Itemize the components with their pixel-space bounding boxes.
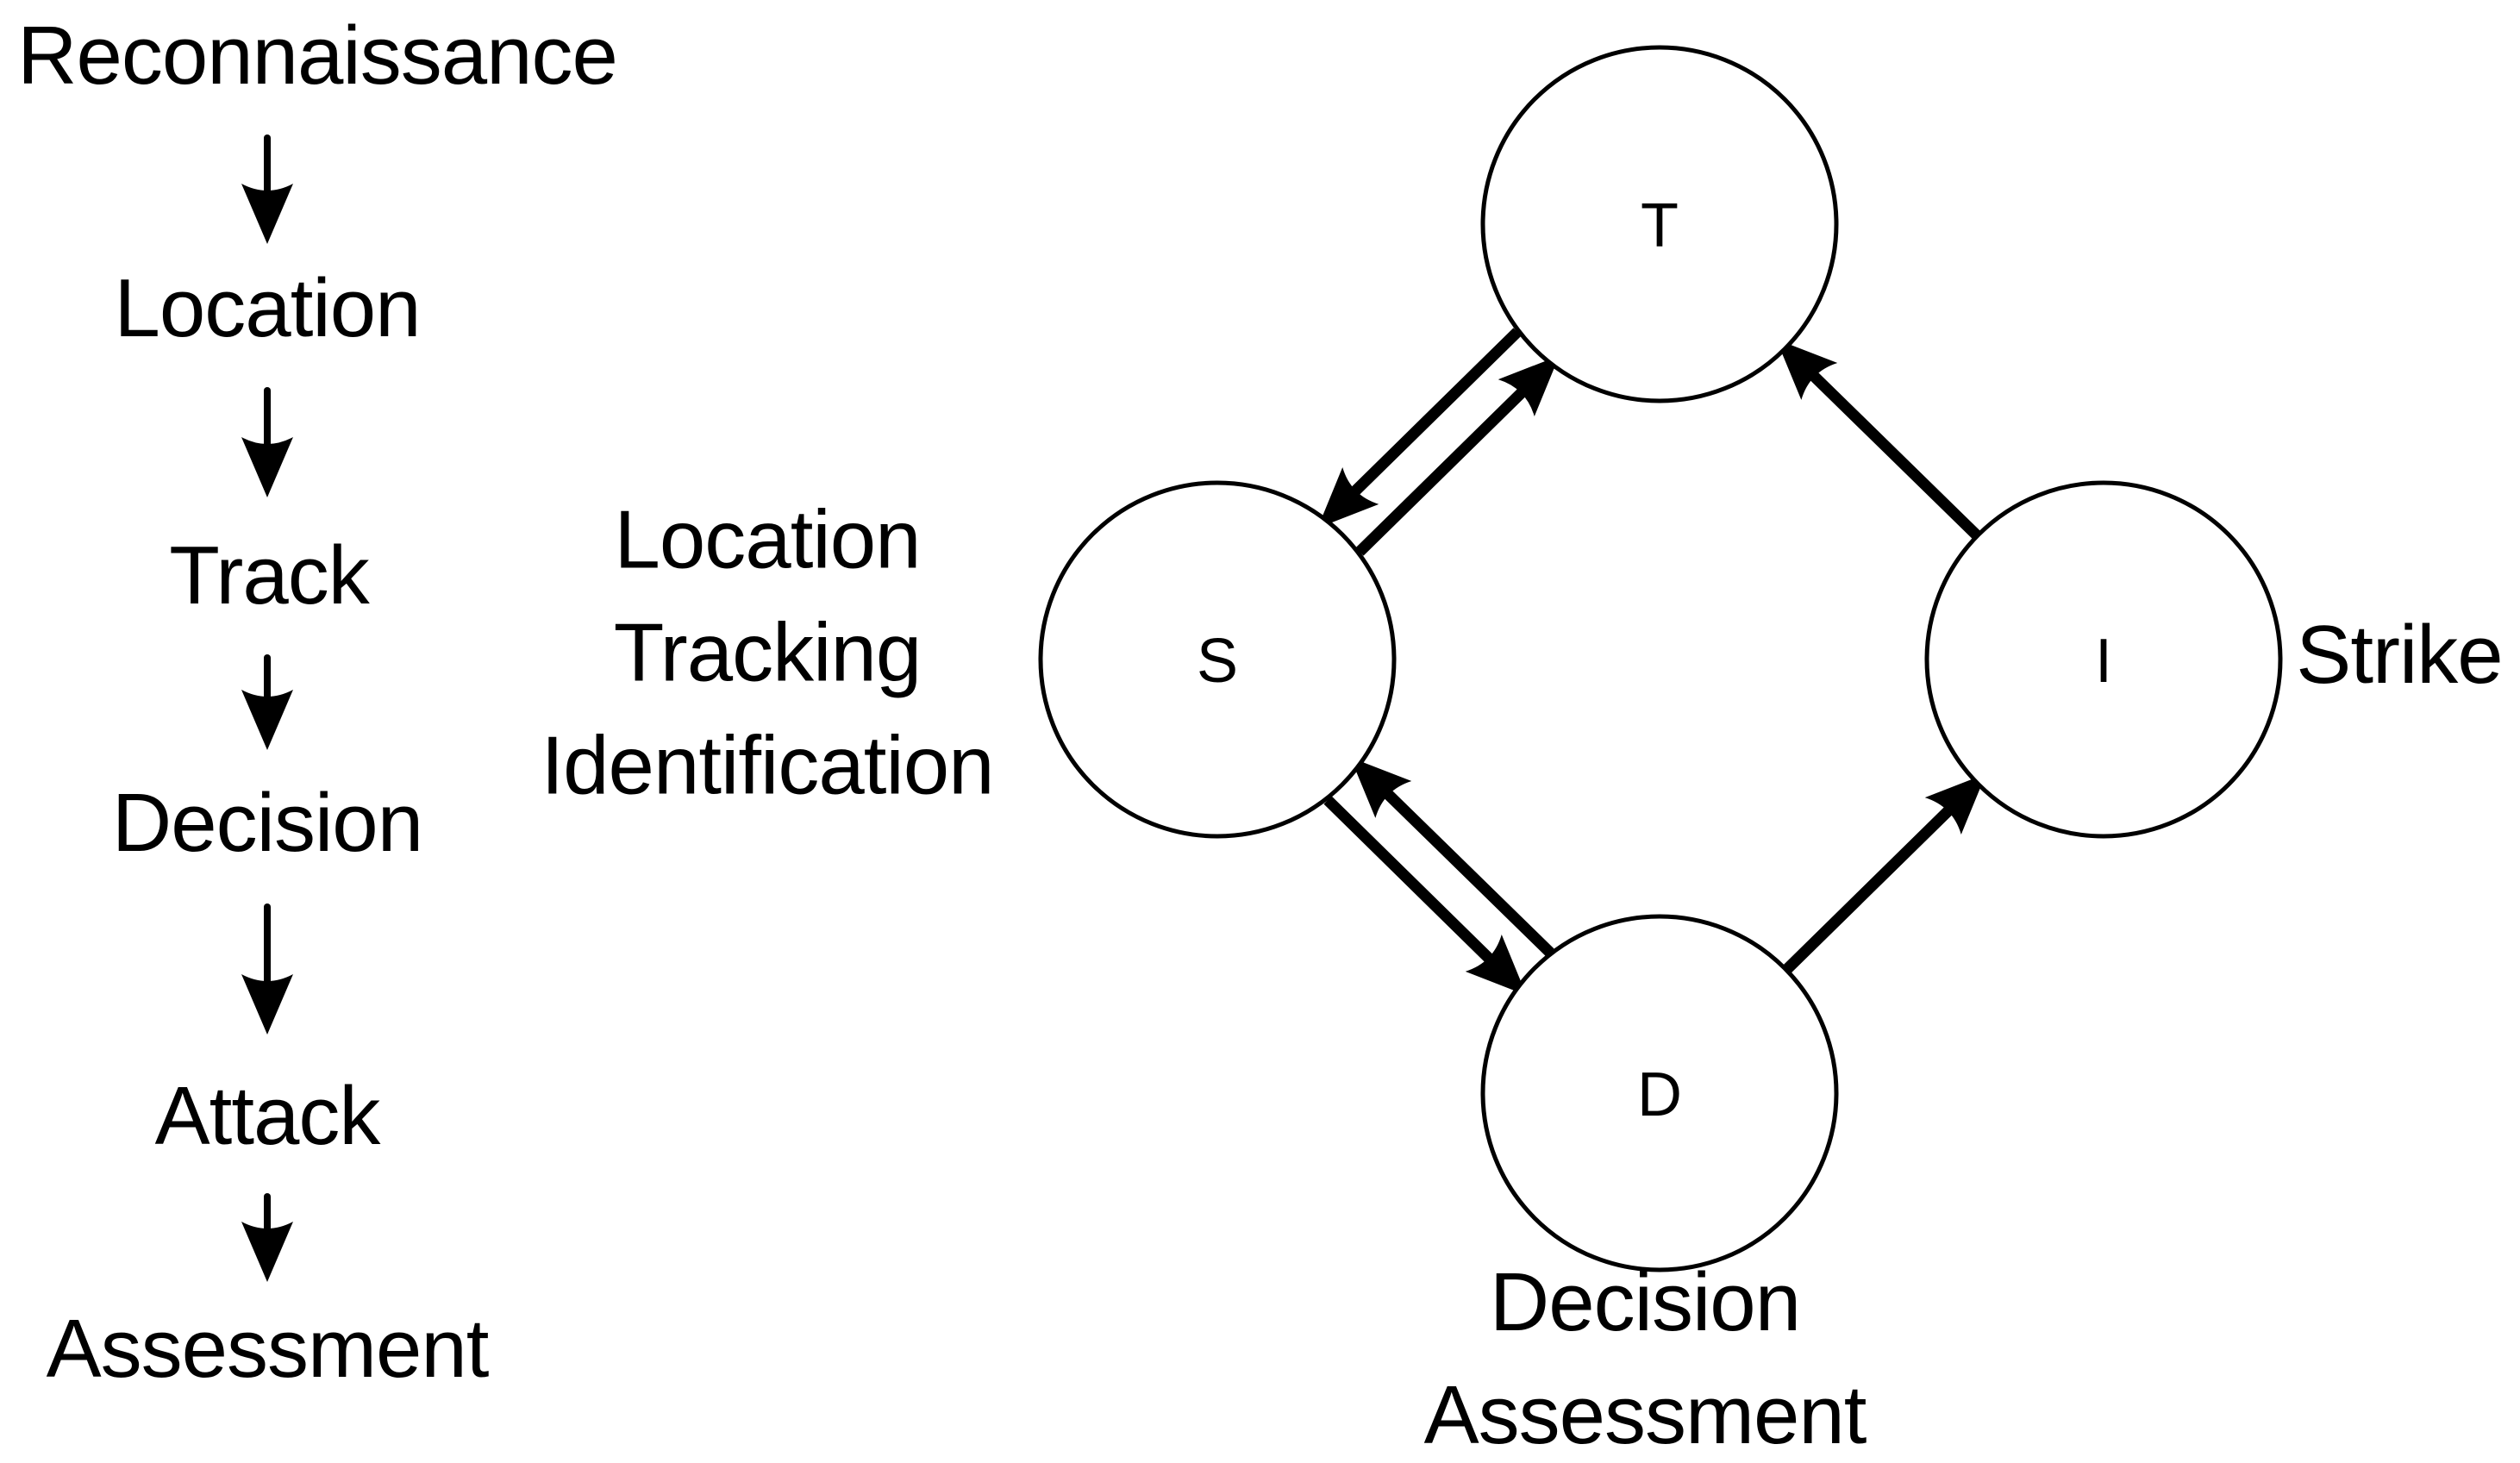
flow-step-assessment: Assessment xyxy=(46,1303,490,1395)
node-circle-s xyxy=(1038,480,1397,839)
arrow-s-to-d xyxy=(1323,796,1527,996)
flow-step-reconnaissance: Reconnaissance xyxy=(17,9,618,102)
strike-annotation: Strike xyxy=(2296,609,2503,701)
flow-step-track: Track xyxy=(169,529,369,622)
node-label-i: I xyxy=(2094,627,2113,696)
arrow-s-to-t xyxy=(1355,355,1560,556)
arrow-t-to-s xyxy=(1317,328,1522,528)
node-label-t: T xyxy=(1641,191,1679,260)
d-annotation-line-decision: Decision xyxy=(1489,1256,1801,1348)
s-node-annotation: Location Tracking Identification xyxy=(541,484,994,822)
s-annotation-line-identification: Identification xyxy=(541,719,994,812)
arrow-d-to-i xyxy=(1782,773,1986,974)
arrow-d-to-s xyxy=(1350,757,1554,957)
node-circle-d xyxy=(1480,914,1839,1272)
arrow-i-to-t xyxy=(1776,339,1982,541)
s-annotation-line-tracking: Tracking xyxy=(613,606,922,699)
flow-step-decision: Decision xyxy=(111,777,423,869)
node-label-s: S xyxy=(1196,627,1239,696)
s-annotation-line-location: Location xyxy=(614,493,922,586)
node-circle-i xyxy=(1924,480,2283,839)
node-label-d: D xyxy=(1637,1060,1682,1129)
d-annotation-line-assessment: Assessment xyxy=(1423,1369,1867,1461)
flow-step-attack: Attack xyxy=(154,1070,381,1162)
node-circle-t xyxy=(1480,45,1839,403)
d-node-annotation: Decision Assessment xyxy=(1424,1246,1867,1463)
flow-step-location: Location xyxy=(114,262,422,354)
